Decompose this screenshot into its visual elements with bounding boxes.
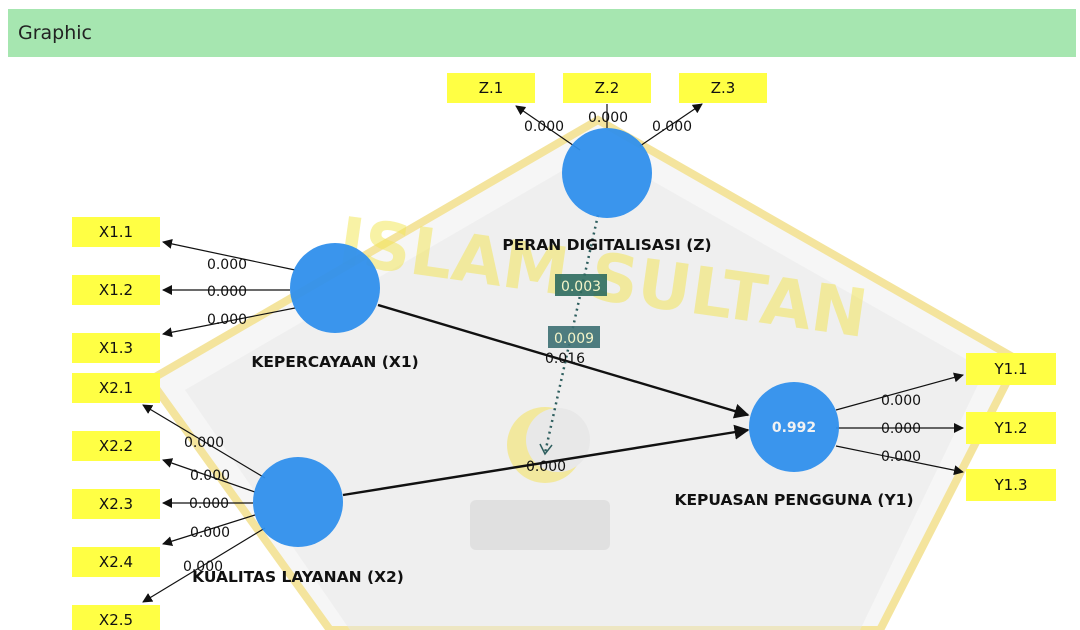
construct-labels: PERAN DIGITALISASI (Z) KEPERCAYAAN (X1) … xyxy=(192,236,913,586)
indicator-x21[interactable]: X2.1 xyxy=(72,373,160,403)
pvalue-x12: 0.000 xyxy=(207,284,247,300)
graphic-header: Graphic xyxy=(8,9,1076,57)
pvalue-z1: 0.000 xyxy=(524,119,564,135)
x2-x24-path xyxy=(162,514,256,547)
construct-x2-label: KUALITAS LAYANAN (X2) xyxy=(192,568,404,586)
svg-text:X2.1: X2.1 xyxy=(99,379,133,397)
construct-x2-node[interactable] xyxy=(253,457,343,547)
indicator-x23[interactable]: X2.3 xyxy=(72,489,160,519)
pvalue-x25: 0.000 xyxy=(183,559,223,575)
x2-x25-path xyxy=(142,527,266,603)
indicator-x12[interactable]: X1.2 xyxy=(72,275,160,305)
inner-pvalue-labels: 0.016 0.000 0.003 0.009 xyxy=(526,274,607,475)
svg-text:X1.3: X1.3 xyxy=(99,339,133,357)
z-z3-path xyxy=(639,103,703,147)
svg-text:X2.5: X2.5 xyxy=(99,611,133,629)
indicator-x11[interactable]: X1.1 xyxy=(72,217,160,247)
pvalue-moderation-a: 0.003 xyxy=(561,279,601,295)
moderation-arrowhead xyxy=(539,443,553,456)
indicator-x25[interactable]: X2.5 xyxy=(72,605,160,630)
svg-text:Z.1: Z.1 xyxy=(479,79,504,97)
svg-text:Y1.3: Y1.3 xyxy=(993,476,1027,494)
indicator-y12[interactable]: Y1.2 xyxy=(966,412,1056,444)
svg-text:Y1.2: Y1.2 xyxy=(993,419,1027,437)
pvalue-moderation-b: 0.009 xyxy=(554,331,594,347)
svg-text:Z.2: Z.2 xyxy=(595,79,620,97)
pvalue-z2: 0.000 xyxy=(588,110,628,126)
pvalue-z3: 0.000 xyxy=(652,119,692,135)
pvalue-x13: 0.000 xyxy=(207,312,247,328)
indicator-z2[interactable]: Z.2 xyxy=(563,73,651,103)
pvalue-x1-y1: 0.016 xyxy=(545,351,585,367)
construct-y1-node[interactable] xyxy=(749,382,839,472)
svg-text:Z.3: Z.3 xyxy=(711,79,736,97)
construct-z-node[interactable] xyxy=(562,128,652,218)
indicator-z1[interactable]: Z.1 xyxy=(447,73,535,103)
svg-text:Y1.1: Y1.1 xyxy=(993,360,1027,378)
z-z1-path xyxy=(515,105,581,151)
pvalue-y11: 0.000 xyxy=(881,393,921,409)
pvalue-x23: 0.000 xyxy=(189,496,229,512)
y1-r-square: 0.992 xyxy=(772,420,816,436)
y1-y11-path xyxy=(835,372,964,411)
svg-text:X1.1: X1.1 xyxy=(99,223,133,241)
x1-y1-path xyxy=(377,303,750,419)
pvalue-x21: 0.000 xyxy=(184,435,224,451)
svg-text:X2.3: X2.3 xyxy=(99,495,133,513)
background-emblem: ISLAM SULTAN xyxy=(144,115,1024,630)
svg-text:X2.2: X2.2 xyxy=(99,437,133,455)
pvalue-x24: 0.000 xyxy=(190,525,230,541)
pvalue-y13: 0.000 xyxy=(881,449,921,465)
x1-x13-path xyxy=(162,307,296,338)
construct-y1-label: KEPUASAN PENGGUNA (Y1) xyxy=(674,491,913,509)
svg-text:X2.4: X2.4 xyxy=(99,553,133,571)
svg-text:X1.2: X1.2 xyxy=(99,281,133,299)
construct-x1-node[interactable] xyxy=(290,243,380,333)
indicator-y11[interactable]: Y1.1 xyxy=(966,353,1056,385)
outer-pvalue-labels: 0.000 0.000 0.000 0.000 0.000 0.000 0.00… xyxy=(183,110,921,575)
x1-x11-path xyxy=(162,238,296,271)
pvalue-x2-y1: 0.000 xyxy=(526,459,566,475)
pvalue-x11: 0.000 xyxy=(207,257,247,273)
construct-z-label: PERAN DIGITALISASI (Z) xyxy=(502,236,711,254)
pvalue-x22: 0.000 xyxy=(190,468,230,484)
y1-y13-path xyxy=(835,445,964,476)
x2-x22-path xyxy=(162,458,256,493)
indicator-z3[interactable]: Z.3 xyxy=(679,73,767,103)
constructs: 0.992 xyxy=(253,128,839,547)
header-title: Graphic xyxy=(18,22,93,44)
indicator-boxes: Z.1 Z.2 Z.3 X1.1 X1.2 X1.3 X2.1 X2.2 xyxy=(72,73,1056,630)
construct-x1-label: KEPERCAYAAN (X1) xyxy=(251,353,418,371)
indicator-y13[interactable]: Y1.3 xyxy=(966,469,1056,501)
outer-model-paths xyxy=(142,103,964,603)
x2-y1-path xyxy=(342,424,750,497)
pvalue-y12: 0.000 xyxy=(881,421,921,437)
x2-x21-path xyxy=(142,404,266,479)
indicator-x22[interactable]: X2.2 xyxy=(72,431,160,461)
indicator-x24[interactable]: X2.4 xyxy=(72,547,160,577)
indicator-x13[interactable]: X1.3 xyxy=(72,333,160,363)
